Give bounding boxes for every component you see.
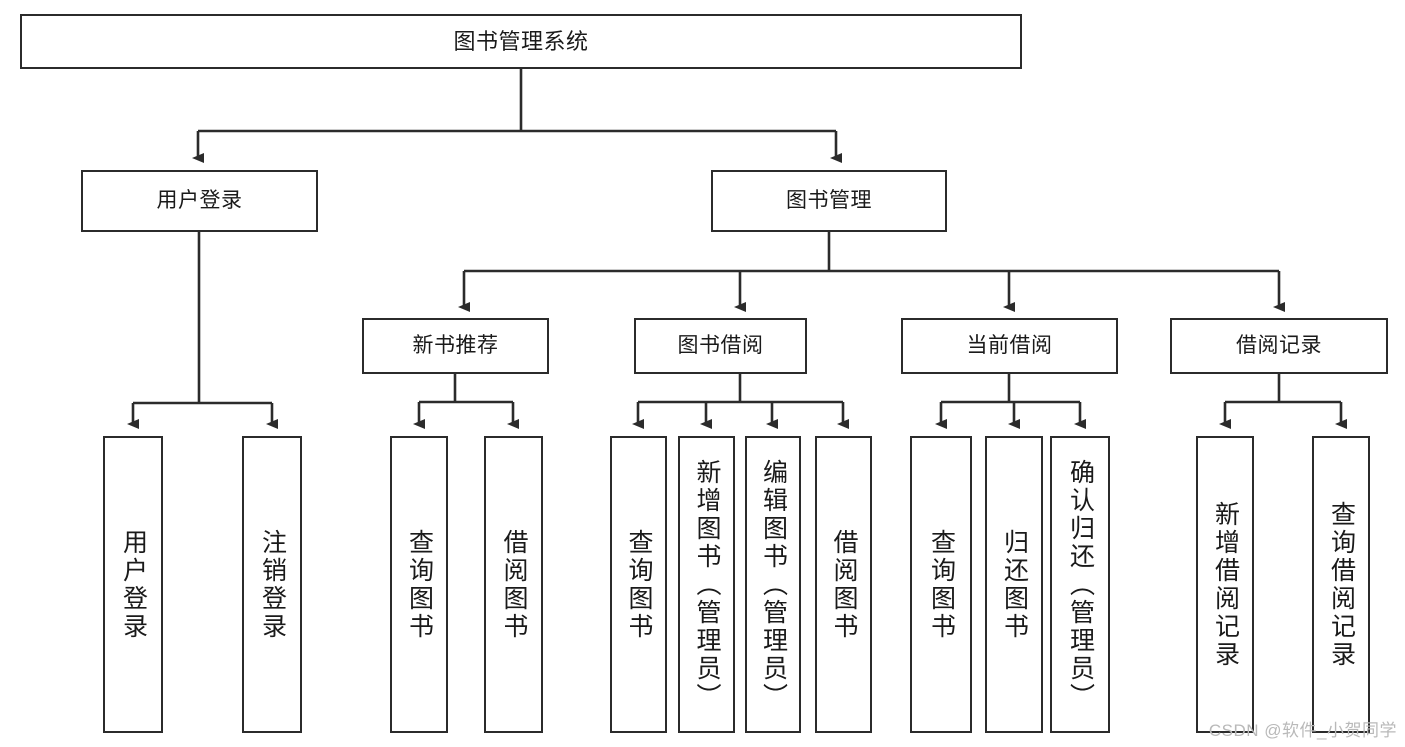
leaf-edit-book-admin[interactable]: 编辑图书（管理员） xyxy=(745,436,801,733)
node-label: 图书管理系统 xyxy=(453,28,589,54)
node-label: 确认归还（管理员） xyxy=(1066,458,1095,711)
leaf-add-borrowing-record[interactable]: 新增借阅记录 xyxy=(1196,436,1254,733)
leaf-borrow-books-borrowing[interactable]: 借阅图书 xyxy=(815,436,872,733)
node-label: 新书推荐 xyxy=(412,333,499,357)
node-label: 图书管理 xyxy=(786,188,872,212)
leaf-return-books[interactable]: 归还图书 xyxy=(985,436,1043,733)
node-label: 编辑图书（管理员） xyxy=(759,458,788,711)
node-borrowing-records[interactable]: 借阅记录 xyxy=(1170,318,1388,374)
leaf-add-book-admin[interactable]: 新增图书（管理员） xyxy=(678,436,735,733)
node-label: 查询图书 xyxy=(927,528,956,641)
leaf-borrow-books-recommendation[interactable]: 借阅图书 xyxy=(484,436,543,733)
node-label: 新增借阅记录 xyxy=(1211,500,1240,669)
csdn-watermark: CSDN @软件_小贺同学 xyxy=(1208,721,1397,740)
leaf-query-books-borrowing[interactable]: 查询图书 xyxy=(610,436,667,733)
node-user-login[interactable]: 用户登录 xyxy=(81,170,318,232)
node-label: 查询借阅记录 xyxy=(1327,500,1356,669)
node-label: 借阅记录 xyxy=(1236,333,1322,357)
node-label: 当前借阅 xyxy=(966,333,1053,357)
leaf-query-borrowing-record[interactable]: 查询借阅记录 xyxy=(1312,436,1370,733)
node-label: 用户登录 xyxy=(119,528,148,641)
node-label: 用户登录 xyxy=(156,188,243,212)
node-label: 查询图书 xyxy=(405,528,434,641)
leaf-logout[interactable]: 注销登录 xyxy=(242,436,302,733)
node-label: 注销登录 xyxy=(258,528,287,641)
node-root-book-management-system[interactable]: 图书管理系统 xyxy=(20,14,1022,69)
node-book-borrowing[interactable]: 图书借阅 xyxy=(634,318,807,374)
leaf-user-login[interactable]: 用户登录 xyxy=(103,436,163,733)
node-label: 查询图书 xyxy=(625,528,653,641)
node-new-book-recommendation[interactable]: 新书推荐 xyxy=(362,318,549,374)
node-label: 借阅图书 xyxy=(500,528,528,641)
node-label: 新增图书（管理员） xyxy=(693,458,721,711)
node-book-management[interactable]: 图书管理 xyxy=(711,170,947,232)
leaf-query-books-current[interactable]: 查询图书 xyxy=(910,436,972,733)
node-label: 归还图书 xyxy=(1000,528,1029,641)
node-label: 借阅图书 xyxy=(830,528,858,641)
leaf-confirm-return-admin[interactable]: 确认归还（管理员） xyxy=(1050,436,1110,733)
node-current-borrowing[interactable]: 当前借阅 xyxy=(901,318,1118,374)
leaf-query-books-recommendation[interactable]: 查询图书 xyxy=(390,436,448,733)
node-label: 图书借阅 xyxy=(677,333,764,357)
